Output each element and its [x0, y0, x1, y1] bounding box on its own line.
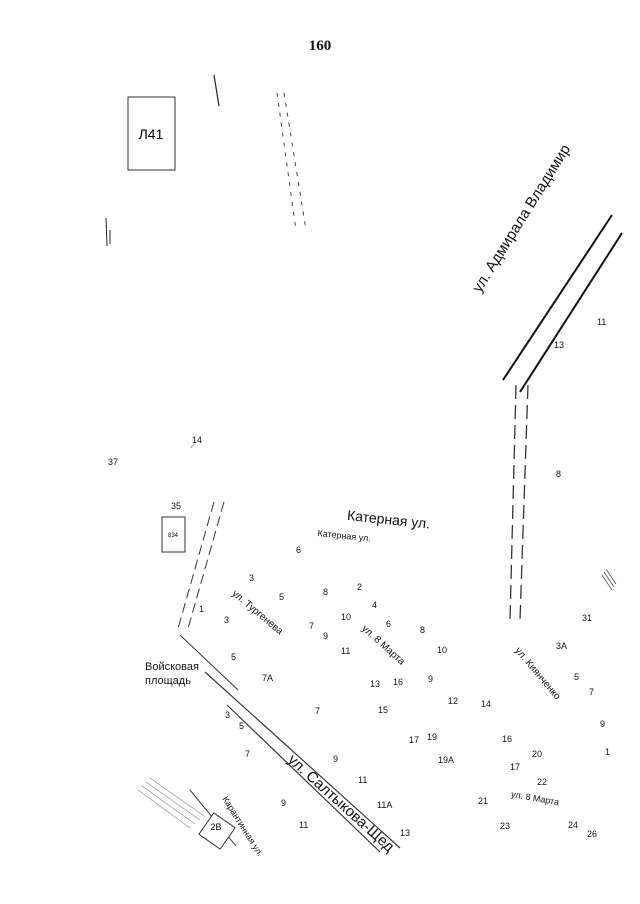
house-number: 19 [427, 732, 438, 742]
karantinnaya-hatch [137, 777, 205, 829]
house-number: 11 [358, 775, 368, 785]
building-834-label: 834 [168, 533, 179, 539]
house-number: 8 [556, 469, 562, 479]
house-number: 16 [393, 677, 404, 687]
house-number: 5 [574, 672, 580, 682]
house-number: 5 [239, 721, 245, 731]
road-fragment [213, 74, 220, 107]
house-number: 5 [279, 592, 285, 602]
road-fragment [105, 217, 108, 247]
house-number: 9 [428, 674, 434, 684]
house-number: 1 [199, 604, 205, 614]
building-2v-box [198, 812, 236, 850]
dashed-road-top [276, 92, 307, 231]
house-number: 13 [400, 828, 411, 838]
house-number: 24 [568, 820, 579, 830]
house-number: 3 [225, 710, 231, 720]
sheet-label-box [127, 96, 176, 171]
admirala-street-band [502, 214, 623, 393]
house-number: 11 [341, 646, 351, 656]
house-number: 3 [224, 615, 230, 625]
voiskovaya-label-1: Войсковая [145, 661, 199, 673]
house-number: 6 [386, 619, 392, 629]
house-number: 7 [309, 621, 315, 631]
house-number: 21 [478, 796, 489, 806]
house-number: 13 [370, 679, 381, 689]
house-number: 11 [299, 820, 309, 830]
house-number: 26 [587, 829, 598, 839]
house-number: 10 [437, 645, 448, 655]
house-number: 22 [537, 777, 548, 787]
house-number: 9 [323, 631, 329, 641]
voiskovaya-label-2: площадь [145, 675, 191, 687]
house-number: 14 [192, 435, 203, 445]
house-number: 20 [532, 749, 543, 759]
house-number: 9 [333, 754, 339, 764]
house-number: 4 [372, 600, 378, 610]
voiskovaya-road [176, 501, 225, 633]
house-number: 16 [502, 734, 513, 744]
house-number: 35 [171, 501, 182, 511]
house-number: 8 [420, 625, 426, 635]
house-number: 6 [296, 545, 302, 555]
house-number: 7А [262, 673, 274, 683]
saltykova-road-edges [204, 671, 401, 853]
page-number: 160 [308, 38, 332, 54]
house-number: 3А [556, 641, 568, 651]
house-number: 8 [323, 587, 329, 597]
vertical-road [509, 384, 529, 621]
right-edge-hatch [601, 568, 617, 591]
house-number: 11 [597, 317, 607, 327]
house-number: 12 [448, 696, 459, 706]
house-number: 3 [249, 573, 255, 583]
building-2v-label: 2В [210, 822, 221, 832]
house-number: 7 [315, 706, 321, 716]
house-number: 19А [438, 755, 455, 765]
house-number: 37 [108, 457, 119, 467]
house-number: 17 [409, 735, 420, 745]
house-number: 9 [281, 798, 287, 808]
building-834-box [161, 516, 186, 553]
house-number: 23 [500, 821, 511, 831]
house-number: 1 [605, 747, 611, 757]
sheet-label: Л41 [139, 126, 164, 142]
hook-mark: ⸝ [190, 439, 195, 449]
house-number: 9 [600, 719, 606, 729]
house-number: 7 [589, 687, 595, 697]
house-number: 15 [378, 705, 389, 715]
house-number: 11А [377, 800, 393, 810]
house-number: 31 [582, 613, 593, 623]
house-number: 7 [245, 749, 251, 759]
house-number: 2 [357, 582, 363, 592]
house-number: 14 [481, 699, 492, 709]
road-fragment [179, 634, 239, 691]
house-number: 10 [341, 612, 352, 622]
house-number: 17 [510, 762, 521, 772]
house-number: 13 [554, 340, 565, 350]
house-number: 5 [231, 652, 237, 662]
